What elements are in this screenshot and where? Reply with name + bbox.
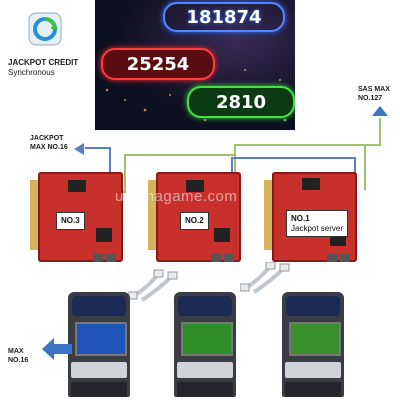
arrow-left-small-icon [74,142,88,155]
jackpot-max-label: JACKPOT MAX NO.16 [30,135,68,153]
jackpot-value-2: 25254 [126,53,190,75]
jackpot-credit-title: JACKPOT CREDIT [8,58,79,67]
board-no2: NO.2 [148,172,241,262]
sas-max-number: NO.127 [358,94,383,102]
max-title: MAX [8,348,24,355]
ethernet-cable-icon-2 [239,261,290,296]
jackpot-sign-green: 2810 [187,86,295,118]
jackpot-value-3: 2810 [215,91,267,113]
arrow-left-icon [42,338,72,360]
blue-server-line [231,157,356,182]
slot-machine-cabinet-1 [282,292,344,397]
green-bus-line [234,144,366,190]
board-no2-label: NO.2 [180,212,209,230]
board-no1-role: Jackpot server [291,223,344,233]
board-no1: NO.1 Jackpot server [264,172,357,262]
jackpot-max-number: MAX NO.16 [30,143,68,151]
jackpot-credit-subtitle: Synchronous [8,68,55,77]
jackpot-credit-label: JACKPOT CREDIT Synchronous [8,58,78,78]
board-no1-number: NO.1 [291,214,310,223]
board-no2-number: NO.2 [185,216,204,225]
jackpot-display-panel: 181874 25254 2810 [95,0,295,130]
board-no3: NO.3 [30,172,123,262]
board-no3-label: NO.3 [56,212,85,230]
logo-icon [28,12,62,46]
watermark: uanmagame.com [115,188,238,205]
jackpot-sign-blue: 181874 [163,2,285,32]
max-label: MAX NO.16 [8,348,28,366]
slot-machine-cabinet-3 [68,292,130,397]
jackpot-value-1: 181874 [186,6,262,28]
board-no3-number: NO.3 [61,216,80,225]
ethernet-cable-icon [127,268,178,302]
sas-max-title: SAS MAX [358,86,390,93]
slot-machine-cabinet-2 [174,292,236,397]
jackpot-sign-red: 25254 [101,48,215,80]
max-number: NO.16 [8,356,29,364]
green-sas-line [365,118,381,146]
sas-max-label: SAS MAX NO.127 [358,86,390,104]
jackpot-max-title: JACKPOT [30,135,64,142]
board-no1-label: NO.1 Jackpot server [286,210,349,238]
arrow-up-icon [372,106,388,122]
